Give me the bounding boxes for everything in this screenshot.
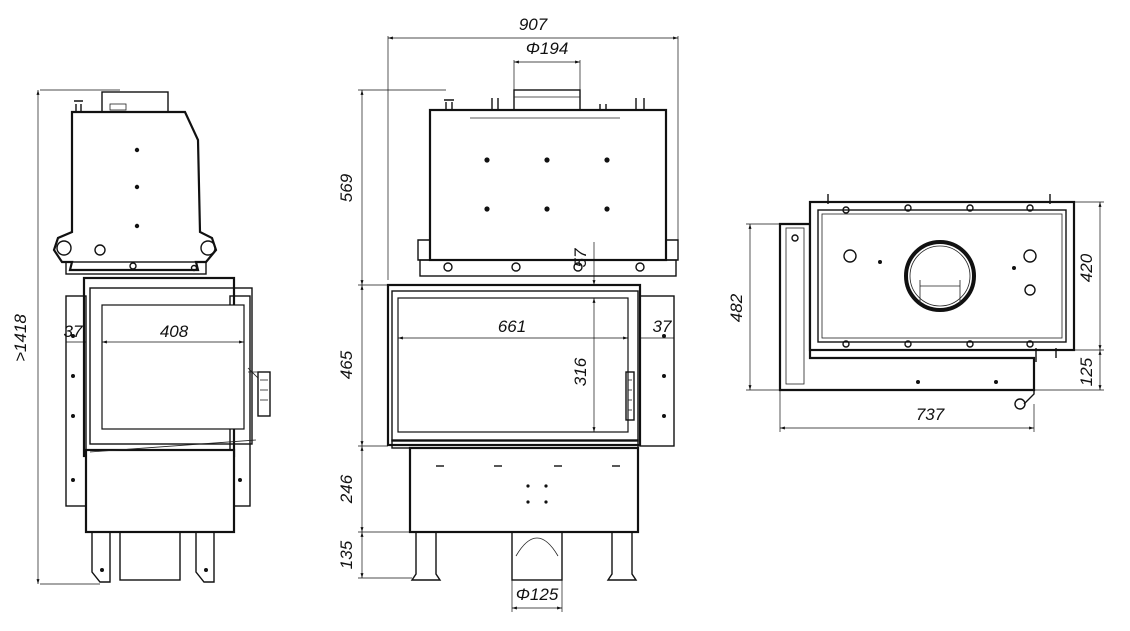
front-glass-width-label: 661 — [498, 317, 526, 336]
front-upper-height-label: 569 — [337, 173, 356, 202]
side-door-glass — [101, 304, 245, 430]
front-collar-band — [419, 259, 677, 277]
front-bottom-flue — [511, 531, 563, 581]
top-depth-label: 482 — [727, 293, 746, 322]
side-upper-hood — [52, 110, 218, 272]
front-door-handle — [625, 371, 635, 421]
front-flue-collar — [513, 89, 581, 113]
front-top-gap-label: 57 — [571, 248, 590, 267]
top-rear-offset-label: 125 — [1077, 357, 1096, 386]
front-door-frame — [391, 290, 639, 442]
front-flue-bottom-label: Φ125 — [516, 585, 559, 604]
side-base — [84, 448, 236, 534]
top-flue-opening — [904, 240, 976, 312]
side-view: >1418 37 408 — [11, 89, 271, 585]
side-flue-collar — [101, 91, 169, 113]
front-door-glass — [397, 297, 629, 433]
top-width-label: 737 — [916, 405, 945, 424]
top-handle — [1023, 366, 1035, 405]
side-height-label: >1418 — [11, 314, 30, 362]
front-view: 907 Φ194 569 465 246 135 661 37 316 57 — [337, 15, 679, 612]
side-glass-width-label: 408 — [160, 322, 189, 341]
front-leg-right — [606, 532, 638, 581]
side-door-handle — [257, 371, 271, 417]
front-side-offset-label: 37 — [653, 317, 672, 336]
top-body — [808, 200, 1076, 352]
top-view: 482 420 125 737 — [727, 194, 1104, 432]
front-base — [408, 446, 640, 534]
front-glass-height-label: 316 — [571, 357, 590, 386]
front-door-height-label: 465 — [337, 350, 356, 379]
front-upper-hood — [428, 108, 668, 262]
front-leg-left — [410, 532, 442, 581]
front-width-label: 907 — [519, 15, 548, 34]
side-leg-left — [91, 532, 111, 583]
front-lower-height-label: 246 — [337, 474, 356, 504]
front-foot-height-label: 135 — [337, 540, 356, 569]
side-leg-right — [195, 532, 215, 583]
side-bottom-duct — [119, 531, 181, 581]
top-inner-depth-label: 420 — [1077, 253, 1096, 282]
side-door-frame — [89, 287, 253, 445]
front-flue-top-label: Φ194 — [526, 39, 569, 58]
side-door-offset-label: 37 — [64, 322, 83, 341]
